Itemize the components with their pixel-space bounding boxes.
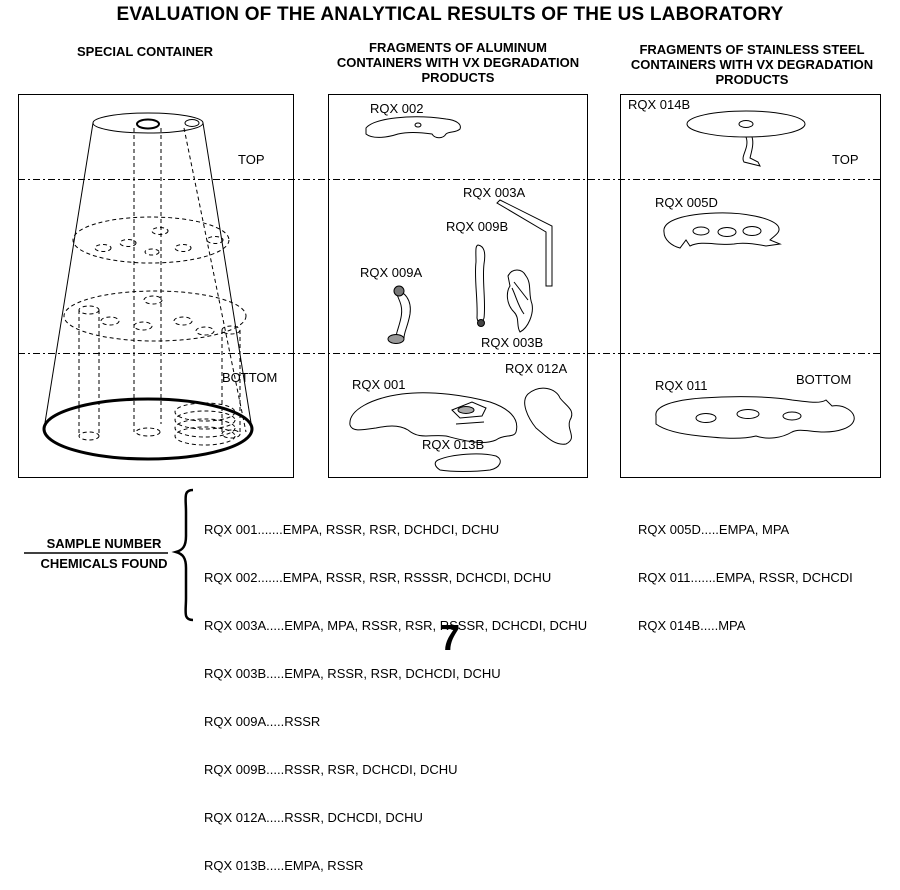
result-row: RQX 002.......EMPA, RSSR, RSR, RSSSR, DC… bbox=[204, 570, 552, 585]
label-rqx003a: RQX 003A bbox=[463, 185, 526, 200]
label-rqx009a: RQX 009A bbox=[360, 265, 423, 280]
fragment-rqx011-shape bbox=[655, 396, 855, 439]
label-bottom-left: BOTTOM bbox=[222, 370, 278, 385]
result-row: RQX 013B.....EMPA, RSSR bbox=[204, 858, 364, 873]
results-aluminum-list: RQX 001.......EMPA, RSSR, RSR, DCHDCI, D… bbox=[204, 490, 587, 890]
label-rqx009b: RQX 009B bbox=[446, 219, 509, 234]
label-rqx001: RQX 001 bbox=[352, 377, 406, 392]
special-container-cone bbox=[42, 112, 254, 461]
label-top-right: TOP bbox=[832, 152, 859, 167]
fragment-rqx014b-shape bbox=[686, 110, 806, 167]
result-row: RQX 012A.....RSSR, DCHCDI, DCHU bbox=[204, 810, 423, 825]
aluminum-header-line-1: FRAGMENTS OF ALUMINUM bbox=[369, 40, 547, 55]
result-row: RQX 005D.....EMPA, MPA bbox=[638, 522, 790, 537]
page-title: EVALUATION OF THE ANALYTICAL RESULTS OF … bbox=[116, 4, 784, 25]
fragment-rqx003b-shape bbox=[506, 269, 533, 333]
fragment-rqx009b-shape bbox=[474, 244, 486, 323]
fragment-rqx013b-shape bbox=[434, 453, 501, 472]
label-rqx012a: RQX 012A bbox=[505, 361, 568, 376]
result-row: RQX 009B.....RSSR, RSR, DCHCDI, DCHU bbox=[204, 762, 458, 777]
steel-header-line-3: PRODUCTS bbox=[715, 72, 789, 87]
aluminum-header-line-3: PRODUCTS bbox=[421, 70, 495, 85]
fragment-rqx002-shape bbox=[365, 116, 461, 139]
page-number: 7 bbox=[439, 617, 461, 658]
result-row: RQX 011.......EMPA, RSSR, DCHCDI bbox=[638, 570, 853, 585]
label-rqx014b: RQX 014B bbox=[628, 97, 691, 112]
legend-chemicals-found: CHEMICALS FOUND bbox=[40, 556, 168, 571]
steel-fragments-panel bbox=[620, 94, 881, 478]
label-rqx003b: RQX 003B bbox=[481, 335, 544, 350]
fragment-rqx003a-shape bbox=[496, 199, 553, 287]
legend-brace bbox=[171, 488, 194, 622]
steel-fragments-header: FRAGMENTS OF STAINLESS STEEL CONTAINERS … bbox=[612, 42, 892, 87]
label-rqx005d: RQX 005D bbox=[655, 195, 718, 210]
aluminum-header-line-2: CONTAINERS WITH VX DEGRADATION bbox=[336, 55, 580, 70]
label-top-left: TOP bbox=[238, 152, 265, 167]
fragment-rqx012a-shape bbox=[524, 387, 573, 445]
results-steel-list: RQX 005D.....EMPA, MPA RQX 011.......EMP… bbox=[638, 490, 853, 650]
legend-sample-number: SAMPLE NUMBER bbox=[46, 536, 162, 551]
fragment-rqx005d-shape bbox=[663, 212, 782, 249]
label-bottom-right: BOTTOM bbox=[796, 372, 852, 387]
result-row: RQX 003B.....EMPA, RSSR, RSR, DCHCDI, DC… bbox=[204, 666, 501, 681]
diagram-drawing bbox=[18, 94, 881, 622]
special-container-header: SPECIAL CONTAINER bbox=[76, 44, 214, 59]
result-row: RQX 003A.....EMPA, MPA, RSSR, RSR, RSSSR… bbox=[204, 618, 588, 633]
special-container-panel bbox=[18, 94, 294, 478]
zone-divider-lines bbox=[18, 179, 880, 354]
result-row: RQX 009A.....RSSR bbox=[204, 714, 321, 729]
fragment-rqx009a-shape bbox=[395, 291, 411, 340]
aluminum-fragments-header: FRAGMENTS OF ALUMINUM CONTAINERS WITH VX… bbox=[318, 40, 598, 85]
steel-header-line-2: CONTAINERS WITH VX DEGRADATION bbox=[630, 57, 874, 72]
aluminum-fragments-panel bbox=[328, 94, 588, 478]
label-rqx011: RQX 011 bbox=[655, 378, 708, 393]
label-rqx013b: RQX 013B bbox=[422, 437, 485, 452]
fragment-rqx001-shape bbox=[349, 392, 518, 443]
result-row: RQX 001.......EMPA, RSSR, RSR, DCHDCI, D… bbox=[204, 522, 500, 537]
label-rqx002: RQX 002 bbox=[370, 101, 424, 116]
steel-header-line-1: FRAGMENTS OF STAINLESS STEEL bbox=[639, 42, 865, 57]
result-row: RQX 014B.....MPA bbox=[638, 618, 746, 633]
